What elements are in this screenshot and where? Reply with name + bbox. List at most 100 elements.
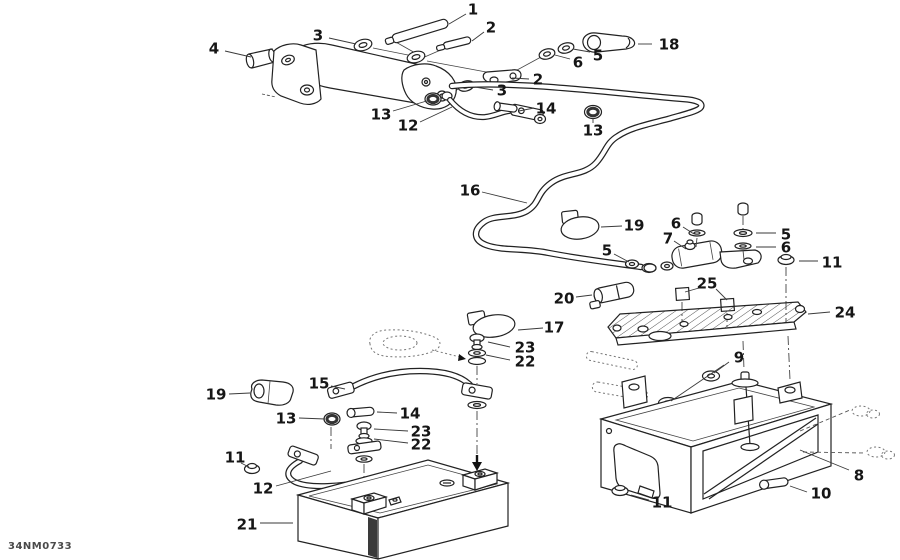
hold-down-bolt — [731, 335, 791, 452]
callout-leader-25 — [715, 288, 728, 301]
callout-label-1: 1 — [468, 1, 478, 19]
bolt-14-bottom — [346, 406, 375, 419]
callout-leader-20 — [575, 294, 593, 298]
terminal-boot-19-bottom — [250, 379, 294, 406]
callout-label-13: 13 — [583, 122, 604, 140]
callout-label-4: 4 — [209, 40, 219, 58]
terminal-boot-19-top — [560, 209, 600, 240]
callout-label-9: 9 — [734, 349, 744, 367]
callout-leader-11 — [630, 494, 650, 501]
flange-nut-11-tray — [611, 484, 629, 497]
callout-label-6: 6 — [781, 239, 791, 257]
callout-leader-15 — [330, 385, 346, 390]
callout-label-13: 13 — [371, 106, 392, 124]
callout-leader-17 — [517, 327, 544, 331]
callout-leader-22 — [485, 354, 511, 361]
callout-label-13: 13 — [276, 410, 297, 428]
callout-label-23: 23 — [411, 423, 432, 441]
callout-leader-3 — [474, 86, 494, 91]
callout-leader-4 — [224, 50, 252, 58]
callout-leader-14 — [376, 411, 398, 414]
lock-washer-13-left — [424, 92, 442, 106]
terminal-connector-20 — [589, 281, 635, 310]
bolt-10 — [759, 477, 789, 490]
callout-label-25: 25 — [697, 275, 718, 293]
callout-label-12: 12 — [253, 480, 274, 498]
callout-label-15: 15 — [309, 375, 330, 393]
battery-21 — [295, 459, 511, 560]
callout-leader-24 — [807, 311, 831, 315]
terminal-boot-18 — [582, 32, 636, 53]
terminal-boot-17 — [466, 310, 516, 338]
callout-leader-5 — [572, 48, 591, 53]
lock-washer-3a — [353, 38, 373, 52]
callout-leader-14 — [518, 107, 535, 112]
callout-label-18: 18 — [659, 36, 680, 54]
callout-label-24: 24 — [835, 304, 856, 322]
flange-nut-11-left — [243, 462, 261, 475]
phantom-module — [369, 329, 466, 361]
callout-leaders — [224, 13, 850, 524]
callout-label-6: 6 — [573, 54, 583, 72]
callout-label-11: 11 — [652, 494, 673, 512]
callout-leader-23 — [487, 341, 511, 348]
callout-label-17: 17 — [544, 319, 565, 337]
callout-leader-6 — [554, 54, 571, 60]
battery-tray-8 — [598, 375, 834, 514]
callout-label-23: 23 — [515, 339, 536, 357]
callout-leader-13 — [298, 417, 326, 420]
lock-washer-13-right — [583, 104, 603, 120]
starter-cable-12 — [447, 97, 547, 125]
lock-washer-3b — [406, 50, 426, 64]
callout-leader-9 — [713, 361, 730, 374]
callout-leader-3 — [328, 37, 357, 45]
starter-motor — [245, 42, 457, 110]
callout-leader-11 — [240, 462, 250, 468]
callout-label-20: 20 — [554, 290, 575, 308]
callout-leader-1 — [448, 13, 467, 25]
callout-label-6: 6 — [671, 215, 681, 233]
callout-label-12: 12 — [398, 117, 419, 135]
callout-leader-16 — [481, 191, 528, 204]
callout-leader-2 — [511, 77, 530, 80]
callout-leader-6 — [682, 226, 695, 235]
callout-label-2: 2 — [486, 19, 496, 37]
callout-leader-10 — [789, 485, 808, 493]
callout-leader-9 — [670, 364, 725, 402]
bolt-1 — [384, 18, 449, 45]
callout-label-22: 22 — [515, 353, 536, 371]
flange-nut-11-right — [777, 253, 795, 328]
callout-leader-2 — [471, 31, 485, 42]
washer-5-top — [557, 42, 575, 54]
callout-leader-25 — [684, 287, 700, 293]
callout-leader-19 — [228, 392, 251, 395]
callout-leader-13 — [392, 99, 431, 112]
callout-label-5: 5 — [602, 242, 612, 260]
bolt-23-washer-22-upper — [467, 333, 487, 384]
solenoid-7 — [624, 239, 762, 273]
callout-leader-12 — [419, 106, 453, 123]
callout-leader-19 — [600, 225, 623, 228]
callout-label-11: 11 — [822, 254, 843, 272]
callout-label-5: 5 — [593, 47, 603, 65]
bolt-14-top — [493, 101, 518, 113]
callout-label-2: 2 — [533, 71, 543, 89]
callout-label-14: 14 — [536, 100, 557, 118]
callout-leader-12 — [275, 470, 332, 487]
callout-label-16: 16 — [460, 182, 481, 200]
bolt-2 — [435, 36, 472, 52]
callout-label-8: 8 — [854, 467, 864, 485]
callout-label-19: 19 — [206, 386, 227, 404]
mounting-bracket-24 — [607, 301, 807, 346]
callout-leader-23 — [373, 428, 409, 432]
callout-leader-8 — [799, 449, 850, 471]
callout-label-5: 5 — [781, 226, 791, 244]
callout-leader-5 — [613, 253, 630, 263]
diagram-code: 34NM0733 — [8, 541, 73, 552]
callout-leader-7 — [673, 240, 687, 250]
battery-cable-15 — [326, 367, 493, 471]
ghost-fasteners-right — [799, 405, 895, 460]
